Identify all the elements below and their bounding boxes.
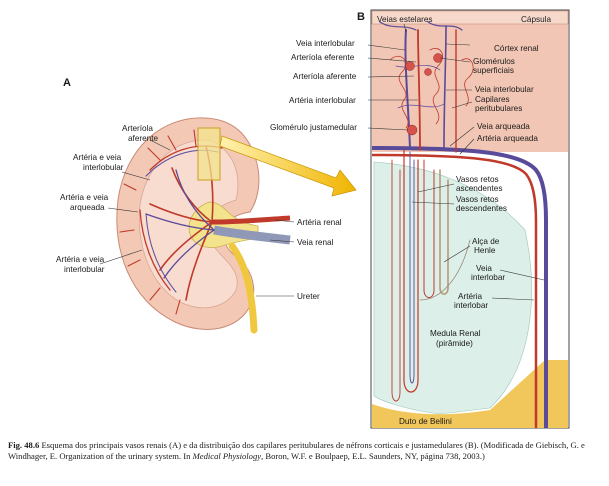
glomerulus bbox=[405, 61, 415, 71]
label-arteriola-eferente: Arteríola eferente bbox=[291, 53, 355, 62]
label-arteriola-aferente-b: Arteríola aferente bbox=[293, 72, 357, 81]
label-veia-arqueada: Veia arqueada bbox=[477, 122, 530, 131]
label-line: ascendentes bbox=[456, 184, 502, 193]
label-line: interlobar bbox=[454, 301, 488, 310]
arcuate-artery bbox=[371, 153, 538, 428]
caption-text-end: , Boron, W.F. e Boulpaep, E.L. Saunders,… bbox=[261, 450, 485, 461]
zoom-arrow bbox=[219, 135, 357, 197]
label-medula-renal: Medula Renal (pirâmide) bbox=[430, 329, 483, 348]
label-arteria-arqueada: Artéria arqueada bbox=[477, 134, 538, 143]
renal-artery bbox=[211, 215, 291, 225]
label-line: Alça de bbox=[472, 237, 500, 246]
label-line: Arteríola bbox=[122, 124, 153, 133]
label-line: Medula Renal bbox=[430, 329, 481, 338]
label-veia-interlobular-top: Veia interlobular bbox=[296, 39, 355, 48]
label-arteria-interlobular: Artéria interlobular bbox=[289, 96, 356, 105]
cortex-vessels bbox=[379, 21, 474, 153]
label-line: aferente bbox=[128, 134, 158, 143]
ureter bbox=[228, 242, 258, 334]
label-capilares-peritubulares: Capilares peritubulares bbox=[475, 95, 522, 113]
label-glomerulo-justamedular: Glomérulo justamedular bbox=[270, 123, 357, 132]
vasa-recta bbox=[391, 149, 471, 402]
label-line: peritubulares bbox=[475, 104, 522, 113]
label-line: superficiais bbox=[473, 66, 514, 75]
label-veia-renal: Veia renal bbox=[297, 238, 334, 247]
glomeruli bbox=[405, 53, 443, 136]
label-line: descendentes bbox=[456, 204, 507, 213]
label-line: Henle bbox=[474, 246, 496, 255]
kidney-vessel-network bbox=[119, 129, 223, 315]
label-line: Artéria e veia bbox=[56, 255, 105, 264]
label-line: Glomérulos bbox=[473, 57, 515, 66]
label-cortex-renal: Córtex renal bbox=[494, 44, 539, 53]
label-arteria-interlobar: Artéria interlobar bbox=[454, 292, 488, 310]
label-vasos-retos-descendentes: Vasos retos descendentes bbox=[456, 195, 507, 213]
bellini-region bbox=[372, 360, 568, 428]
label-line: arqueada bbox=[70, 203, 105, 212]
label-veia-interlobular-right: Veia interlobular bbox=[475, 85, 534, 94]
figure-caption: Fig. 48.6 Esquema dos principais vasos r… bbox=[8, 440, 604, 461]
capsule-band bbox=[371, 10, 569, 25]
panel-a-leaders bbox=[99, 139, 295, 297]
panel-a-letter: A bbox=[63, 77, 71, 89]
zoom-region-box bbox=[197, 127, 221, 181]
renal-vein bbox=[213, 225, 291, 245]
label-alca-de-henle: Alça de Henle bbox=[472, 237, 502, 255]
label-line: Artéria e veia bbox=[60, 193, 109, 202]
label-line: interlobular bbox=[64, 265, 105, 274]
label-line: Vasos retos bbox=[456, 175, 499, 184]
label-arteria-veia-interlobular-a: Artéria e veia interlobular bbox=[73, 153, 124, 172]
label-line: Vasos retos bbox=[456, 195, 499, 204]
label-line: interlobular bbox=[83, 163, 124, 172]
glomerulus bbox=[406, 124, 418, 136]
label-arteria-renal: Artéria renal bbox=[297, 218, 342, 227]
label-line: interlobar bbox=[471, 273, 505, 282]
medulla-pyramid bbox=[373, 161, 532, 415]
glomerulus bbox=[433, 53, 443, 63]
label-veia-interlobar: Veia interlobar bbox=[471, 264, 505, 282]
label-veias-estelares: Veias estelares bbox=[377, 15, 433, 24]
label-duto-de-bellini: Duto de Bellini bbox=[399, 417, 452, 426]
glomerulus bbox=[424, 68, 432, 76]
panel-b-letter: B bbox=[357, 11, 365, 23]
label-arteriola-aferente-a: Arteríola aferente bbox=[122, 124, 158, 143]
label-line: Artéria e veia bbox=[73, 153, 122, 162]
arcuate-vein bbox=[371, 146, 548, 428]
label-line: (pirâmide) bbox=[436, 339, 473, 348]
caption-fig-number: Fig. 48.6 bbox=[8, 440, 40, 450]
label-vasos-retos-ascendentes: Vasos retos ascendentes bbox=[456, 175, 502, 193]
panel-b: B bbox=[270, 9, 570, 429]
label-line: Veia bbox=[476, 264, 492, 273]
panel-a: A bbox=[56, 77, 342, 334]
caption-italic: Medical Physiology bbox=[192, 450, 262, 461]
label-arteria-veia-interlobular-a2: Artéria e veia interlobular bbox=[56, 255, 107, 274]
label-glomerulos-superficiais: Glomérulos superficiais bbox=[473, 57, 517, 75]
label-ureter: Ureter bbox=[297, 292, 320, 301]
caption-text: Esquema dos principais vasos renais (A) … bbox=[8, 440, 585, 461]
label-capsula: Cápsula bbox=[521, 15, 551, 24]
label-arteria-veia-arqueada-a: Artéria e veia arqueada bbox=[60, 193, 111, 212]
panel-b-leaders bbox=[367, 23, 545, 301]
label-line: Artéria bbox=[458, 292, 483, 301]
label-line: Capilares bbox=[475, 95, 510, 104]
